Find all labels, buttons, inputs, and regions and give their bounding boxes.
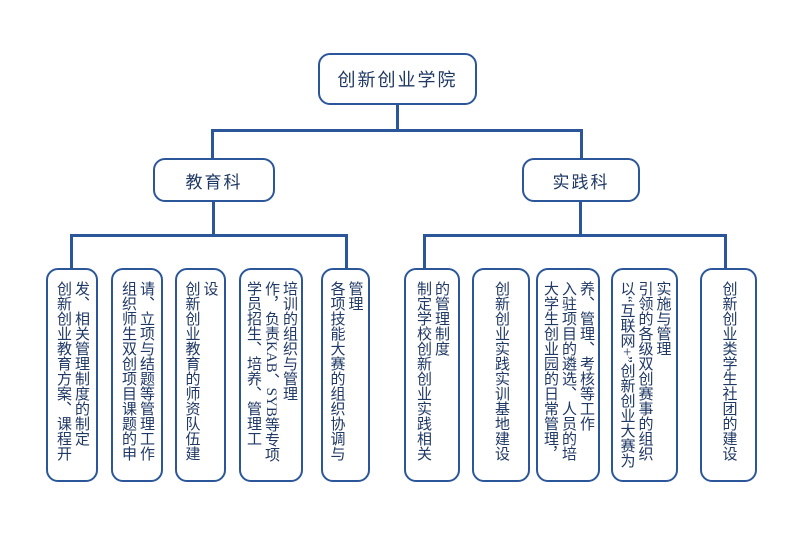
leaf-node-practice-4: 以“互联网+”创新创业大赛为引领的各级双创赛事的组织实施与管理 <box>611 268 678 482</box>
leaf-node-practice-5: 创新创业类学生社团的建设 <box>700 268 757 482</box>
branch-node-education-label: 教育科 <box>185 172 243 192</box>
connector-education-horizontal <box>70 234 348 237</box>
connector-education-left-drop <box>70 234 73 269</box>
leaf-node-label: 各项技能大赛的组织协调与管理 <box>328 281 363 461</box>
leaf-node-label: 创新创业教育的师资队伍建设 <box>183 281 218 461</box>
leaf-node-practice-3: 大学生创业园的日常管理，入驻项目的遴选、人员的培养、管理、考核等工作 <box>536 268 600 482</box>
connector-root-drop <box>396 103 399 131</box>
connector-education-right-drop <box>345 234 348 269</box>
leaf-node-label: 大学生创业园的日常管理，入驻项目的遴选、人员的培养、管理、考核等工作 <box>542 281 594 461</box>
leaf-node-education-5: 各项技能大赛的组织协调与管理 <box>321 268 370 482</box>
leaf-node-education-1: 创新创业教育方案、课程开发、相关管理制度的制定 <box>46 268 98 482</box>
connector-practice-rise <box>580 129 583 159</box>
connector-practice-horizontal <box>423 234 727 237</box>
connector-education-rise <box>211 129 214 159</box>
leaf-node-label: 创新创业实践实训基地建设 <box>493 281 509 461</box>
leaf-node-label: 制定学校创新创业实践相关的管理制度 <box>415 281 449 461</box>
connector-practice-right-drop <box>724 234 727 269</box>
leaf-node-practice-2: 创新创业实践实训基地建设 <box>472 268 530 482</box>
leaf-node-label: 学员招生、培养、管理工作，负责KAB、SYB等专项培训的组织与管理 <box>245 281 297 462</box>
branch-node-practice: 实践科 <box>522 158 640 202</box>
branch-node-practice-label: 实践科 <box>552 172 610 192</box>
leaf-node-label: 组织师生双创项目课题的申请、立项与结题等管理工作 <box>120 281 154 461</box>
leaf-node-label: 创新创业类学生社团的建设 <box>720 281 737 461</box>
leaf-node-education-2: 组织师生双创项目课题的申请、立项与结题等管理工作 <box>111 268 163 482</box>
connector-practice-left-drop <box>423 234 426 269</box>
leaf-node-education-3: 创新创业教育的师资队伍建设 <box>175 268 226 482</box>
leaf-node-label: 以“互联网+”创新创业大赛为引领的各级双创赛事的组织实施与管理 <box>618 281 671 468</box>
connector-education-drop <box>212 200 215 236</box>
root-node-college: 创新创业学院 <box>318 53 477 105</box>
leaf-node-label: 创新创业教育方案、课程开发、相关管理制度的制定 <box>55 281 89 461</box>
leaf-node-practice-1: 制定学校创新创业实践相关的管理制度 <box>404 268 460 482</box>
connector-level1-horizontal <box>211 129 583 132</box>
branch-node-education: 教育科 <box>153 158 275 202</box>
root-node-label: 创新创业学院 <box>337 70 458 90</box>
leaf-node-education-4: 学员招生、培养、管理工作，负责KAB、SYB等专项培训的组织与管理 <box>239 268 303 482</box>
connector-practice-drop <box>579 200 582 236</box>
